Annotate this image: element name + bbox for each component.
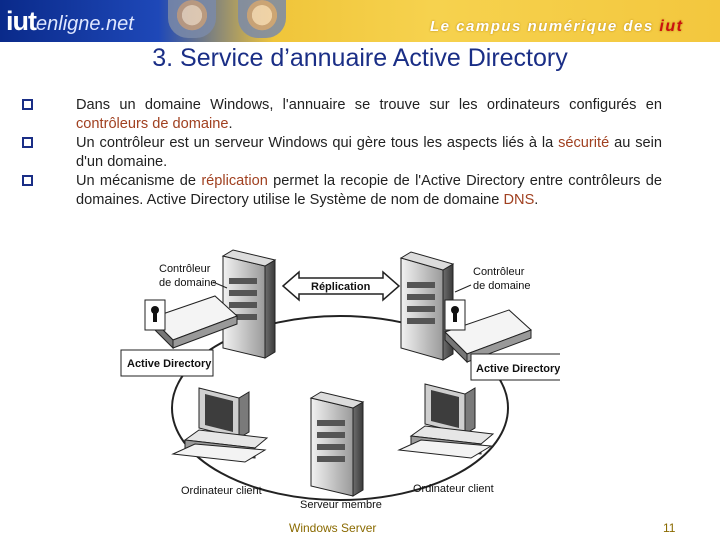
lock-right-icon <box>444 299 466 331</box>
domain-controller-right-icon <box>399 251 455 361</box>
bullet-text: Dans un domaine Windows, l'annuaire se t… <box>76 97 662 113</box>
dc-right-label-2: de domaine <box>473 280 531 292</box>
ad-left-label: Active Directory <box>127 358 212 370</box>
active-directory-diagram: Contrôleur de domaine Active Directory C… <box>120 249 560 510</box>
directory-book-right-icon <box>444 309 532 364</box>
bullet-highlight: contrôleurs de domaine <box>76 116 229 132</box>
member-server-icon <box>309 391 365 497</box>
bullet-list: Dans un domaine Windows, l'annuaire se t… <box>22 96 662 210</box>
replication-label: Réplication <box>311 281 371 293</box>
campus-text: Le campus numérique des <box>430 18 654 35</box>
client-computer-left-icon <box>171 387 269 463</box>
dc-right-label-1: Contrôleur <box>473 266 525 278</box>
domain-controller-left-icon <box>221 249 277 359</box>
bullet-item: Un mécanisme de réplication permet la re… <box>22 172 662 210</box>
ad-right-box <box>470 353 560 381</box>
client-right-label: Ordinateur client <box>413 483 494 495</box>
photo-student-2 <box>238 0 286 38</box>
client-left-label: Ordinateur client <box>181 485 262 497</box>
checkbox-bullet-icon <box>22 137 33 148</box>
dc-left-label-1: Contrôleur <box>159 263 211 275</box>
footer-page-number: 11 <box>663 521 676 535</box>
bullet-highlight: réplication <box>201 173 268 189</box>
campus-tagline: Le campus numérique des iut <box>430 18 683 36</box>
photo-student-1 <box>168 0 216 38</box>
footer-course-title: Windows Server <box>289 521 377 535</box>
client-computer-right-icon <box>397 383 495 459</box>
replication-arrow-icon <box>281 270 401 302</box>
campus-iut: iut <box>659 18 684 35</box>
checkbox-bullet-icon <box>22 175 33 186</box>
bullet-text: permet la recopie de l'Active Directory … <box>76 173 662 208</box>
slide-title: 3. Service d’annuaire Active Directory <box>152 44 568 72</box>
bullet-highlight: sécurité <box>558 135 610 151</box>
logo-iut: iut <box>6 6 37 36</box>
dc-left-label-2: de domaine <box>159 277 217 289</box>
network-ring <box>171 315 509 501</box>
ad-right-label: Active Directory <box>476 363 560 375</box>
header-banner: iutenligne.net Le campus numérique des i… <box>0 0 720 42</box>
lock-left-icon <box>144 299 166 331</box>
bullet-highlight: DNS <box>503 192 535 208</box>
checkbox-bullet-icon <box>22 99 33 110</box>
member-server-label: Serveur membre <box>300 499 382 510</box>
bullet-text: . <box>228 116 233 132</box>
bullet-text: Un mécanisme de <box>76 173 202 189</box>
ad-left-box <box>120 349 214 377</box>
site-logo[interactable]: iutenligne.net <box>6 6 134 36</box>
bullet-item: Dans un domaine Windows, l'annuaire se t… <box>22 96 662 134</box>
bullet-text: au sein d'un domaine. <box>76 135 662 170</box>
bullet-item: Un contrôleur est un serveur Windows qui… <box>22 134 662 172</box>
bullet-text: Un contrôleur est un serveur Windows qui… <box>76 135 559 151</box>
logo-rest: enligne.net <box>36 13 134 35</box>
bullet-text: . <box>534 192 539 208</box>
